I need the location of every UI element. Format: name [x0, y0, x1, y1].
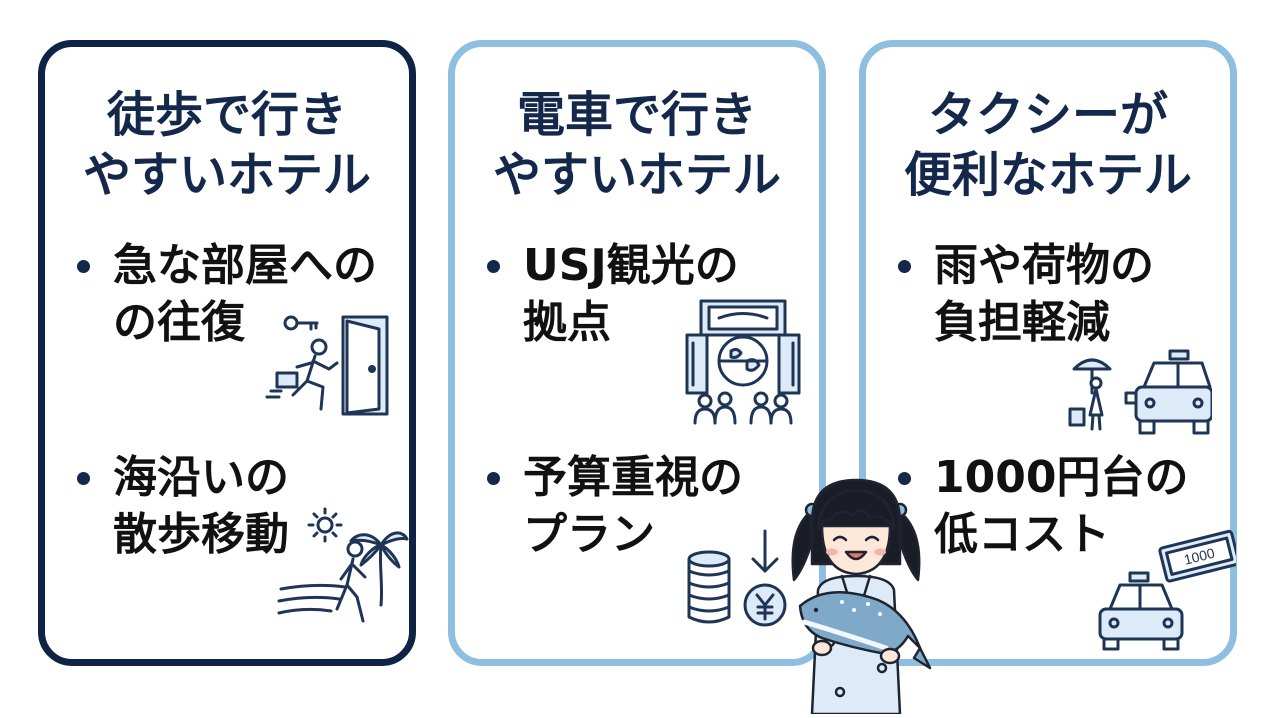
bullet-item: 雨や荷物の 負担軽減 — [898, 237, 1220, 351]
coins-yen-icon — [685, 525, 795, 635]
bullet-dot — [487, 472, 500, 485]
card-title: 徒歩で行き やすいホテル — [45, 85, 409, 205]
theme-park-gate-icon — [683, 295, 803, 425]
walking-hotel-card: 徒歩で行き やすいホテル 急な部屋への の往復 — [38, 40, 416, 666]
bullet-text: 1000円台の — [934, 452, 1189, 503]
card-title-line: やすいホテル — [82, 147, 371, 203]
bullet-text: 予算重視の — [523, 452, 743, 503]
train-hotel-card: 電車で行き やすいホテル USJ観光の 拠点 — [448, 40, 826, 666]
taxi-hotel-card: タクシーが 便利なホテル 雨や荷物の 負担軽減 — [859, 40, 1237, 666]
bullet-text: の往復 — [113, 297, 245, 348]
bullet-text: 雨や荷物の — [934, 240, 1154, 291]
card-title: 電車で行き やすいホテル — [455, 85, 819, 205]
bullet-text: 急な部屋への — [113, 240, 377, 291]
card-title-line: 電車で行き — [516, 87, 757, 143]
bullet-text: 負担軽減 — [934, 297, 1110, 348]
bullet-item: 予算重視の プラン — [487, 449, 809, 563]
bullet-dot — [487, 260, 500, 273]
card-title: タクシーが 便利なホテル — [866, 85, 1230, 205]
beach-walk-icon — [275, 505, 411, 631]
bullet-item: USJ観光の 拠点 — [487, 237, 809, 351]
mascot-girl-with-whale-shark — [782, 472, 932, 716]
bullet-text: 海沿いの — [113, 452, 289, 503]
bullet-text: 散歩移動 — [113, 509, 289, 560]
bullet-dot — [77, 472, 90, 485]
card-title-line: 便利なホテル — [903, 147, 1192, 203]
bullet-item: 1000円台の 低コスト — [898, 449, 1220, 563]
bullet-text: USJ観光の — [523, 240, 739, 291]
bullet-dot — [898, 260, 911, 273]
bullet-text: 低コスト — [934, 509, 1110, 560]
card-title-line: やすいホテル — [492, 147, 781, 203]
running-person-door-icon — [263, 309, 393, 424]
bullet-dot — [77, 260, 90, 273]
card-title-line: タクシーが — [927, 87, 1168, 143]
bullet-text: プラン — [523, 509, 655, 560]
taxi-fare-icon: 1000 — [1096, 527, 1236, 651]
umbrella-taxi-icon — [1062, 347, 1212, 437]
bullet-dot — [898, 472, 911, 485]
fare-note-text: 1000 — [1182, 545, 1216, 568]
bullet-item: 海沿いの 散歩移動 — [77, 449, 399, 563]
bullet-text: 拠点 — [523, 297, 611, 348]
card-title-line: 徒歩で行き — [106, 87, 347, 143]
bullet-item: 急な部屋への の往復 — [77, 237, 399, 351]
